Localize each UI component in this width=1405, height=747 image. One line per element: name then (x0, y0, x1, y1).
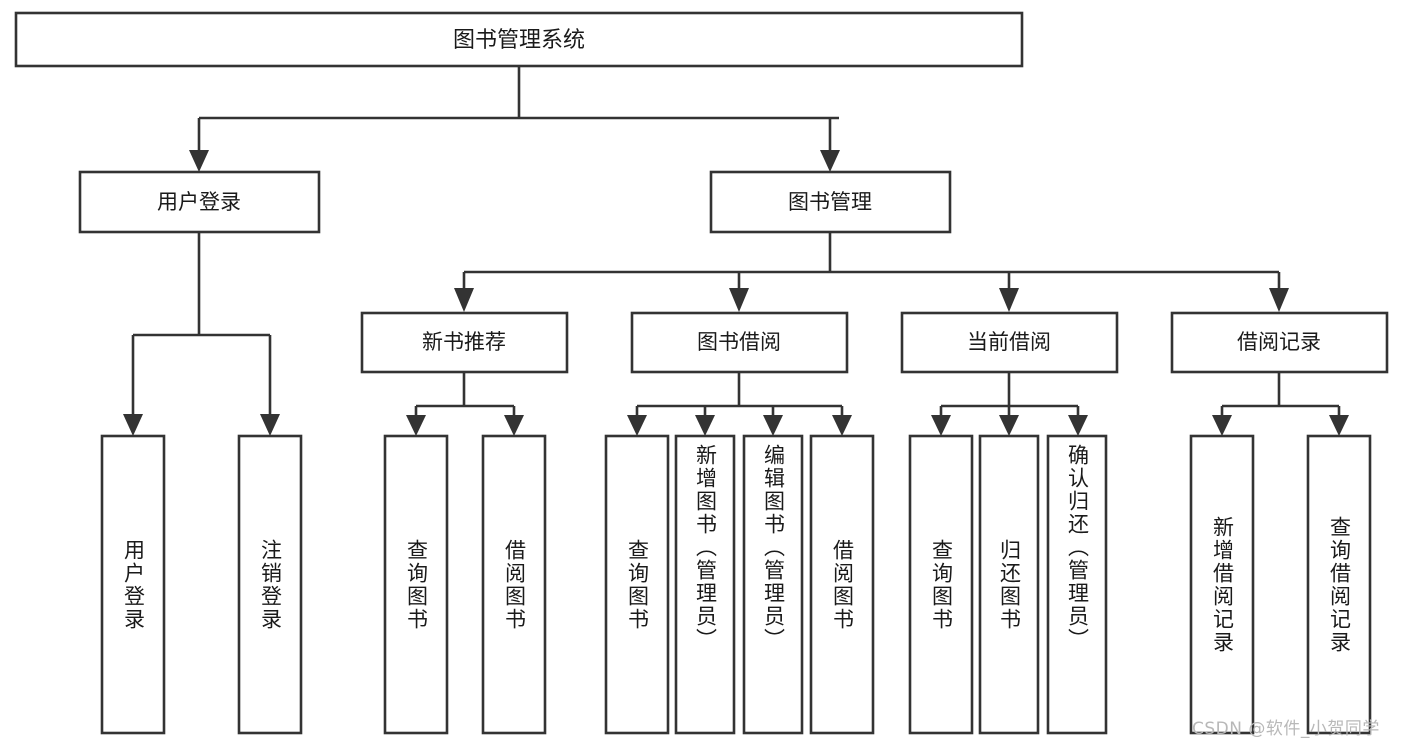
csdn-watermark: CSDN @软件_小贺同学 (1192, 719, 1380, 739)
leaf-box-query-record[interactable] (1306, 434, 1372, 735)
leaf-box-user-login[interactable] (100, 434, 166, 735)
node-borrow-record-rect[interactable] (1170, 311, 1389, 374)
arrowhead-user-login (189, 150, 209, 172)
connectors-group (131, 66, 1341, 415)
leaf-box-add-record[interactable] (1189, 434, 1255, 735)
node-borrow-record-label: 借阅记录 (1237, 330, 1321, 354)
arrowhead-leaf-query-book-2 (627, 415, 647, 436)
leaf-box-return-book[interactable] (978, 434, 1040, 735)
arrowhead-book-borrow (729, 288, 749, 312)
leaf-box-confirm-return[interactable] (1046, 434, 1108, 735)
arrowhead-borrow-record (1269, 288, 1289, 312)
arrowhead-leaf-query-record (1329, 415, 1349, 436)
node-user-login-rect[interactable] (78, 170, 321, 234)
node-book-borrow-label: 图书借阅 (697, 330, 781, 354)
nodes-group: 图书管理系统 用户登录 图书管理 新书推荐 图书借阅 (14, 11, 1389, 735)
node-current-borrow-label: 当前借阅 (967, 330, 1051, 354)
node-book-manage-rect[interactable] (709, 170, 952, 234)
arrowhead-leaf-confirm-return (1068, 415, 1088, 436)
arrowhead-leaf-add-record (1212, 415, 1232, 436)
arrowhead-leaf-user-login (123, 414, 143, 436)
arrowhead-current-borrow (999, 288, 1019, 312)
node-current-borrow-rect[interactable] (900, 311, 1119, 374)
arrowhead-book-manage (820, 150, 840, 172)
arrowhead-leaf-logout (260, 414, 280, 436)
node-root[interactable]: 图书管理系统 (14, 11, 1024, 68)
leaf-box-add-book[interactable] (674, 434, 736, 735)
arrowhead-leaf-borrow-book-1 (504, 415, 524, 436)
node-current-borrow[interactable]: 当前借阅 (900, 311, 1119, 374)
node-new-book-recommend[interactable]: 新书推荐 (360, 311, 569, 374)
node-borrow-record[interactable]: 借阅记录 (1170, 311, 1389, 374)
node-root-label: 图书管理系统 (453, 28, 585, 53)
node-user-login-label: 用户登录 (157, 190, 241, 214)
arrowhead-leaf-borrow-book-2 (832, 415, 852, 436)
node-user-login[interactable]: 用户登录 (78, 170, 321, 234)
leaf-box-query-book-2[interactable] (604, 434, 670, 735)
arrowhead-leaf-add-book (695, 415, 715, 436)
leaf-box-edit-book[interactable] (742, 434, 804, 735)
node-new-book-recommend-label: 新书推荐 (422, 330, 506, 354)
leaf-box-query-book-3[interactable] (908, 434, 974, 735)
arrowhead-leaf-query-book-1 (406, 415, 426, 436)
arrowhead-new-book (454, 288, 474, 312)
arrowheads-group (123, 150, 1349, 436)
arrowhead-leaf-return-book (999, 415, 1019, 436)
node-root-rect[interactable] (14, 11, 1024, 68)
leaf-box-logout[interactable] (237, 434, 303, 735)
leaf-box-query-book-1[interactable] (383, 434, 449, 735)
node-book-borrow-rect[interactable] (630, 311, 849, 374)
node-book-borrow[interactable]: 图书借阅 (630, 311, 849, 374)
leaf-box-borrow-book-1[interactable] (481, 434, 547, 735)
node-book-manage[interactable]: 图书管理 (709, 170, 952, 234)
arrowhead-leaf-edit-book (763, 415, 783, 436)
leaf-box-borrow-book-2[interactable] (809, 434, 875, 735)
node-book-manage-label: 图书管理 (788, 190, 872, 214)
node-new-book-recommend-rect[interactable] (360, 311, 569, 374)
arrowhead-leaf-query-book-3 (931, 415, 951, 436)
